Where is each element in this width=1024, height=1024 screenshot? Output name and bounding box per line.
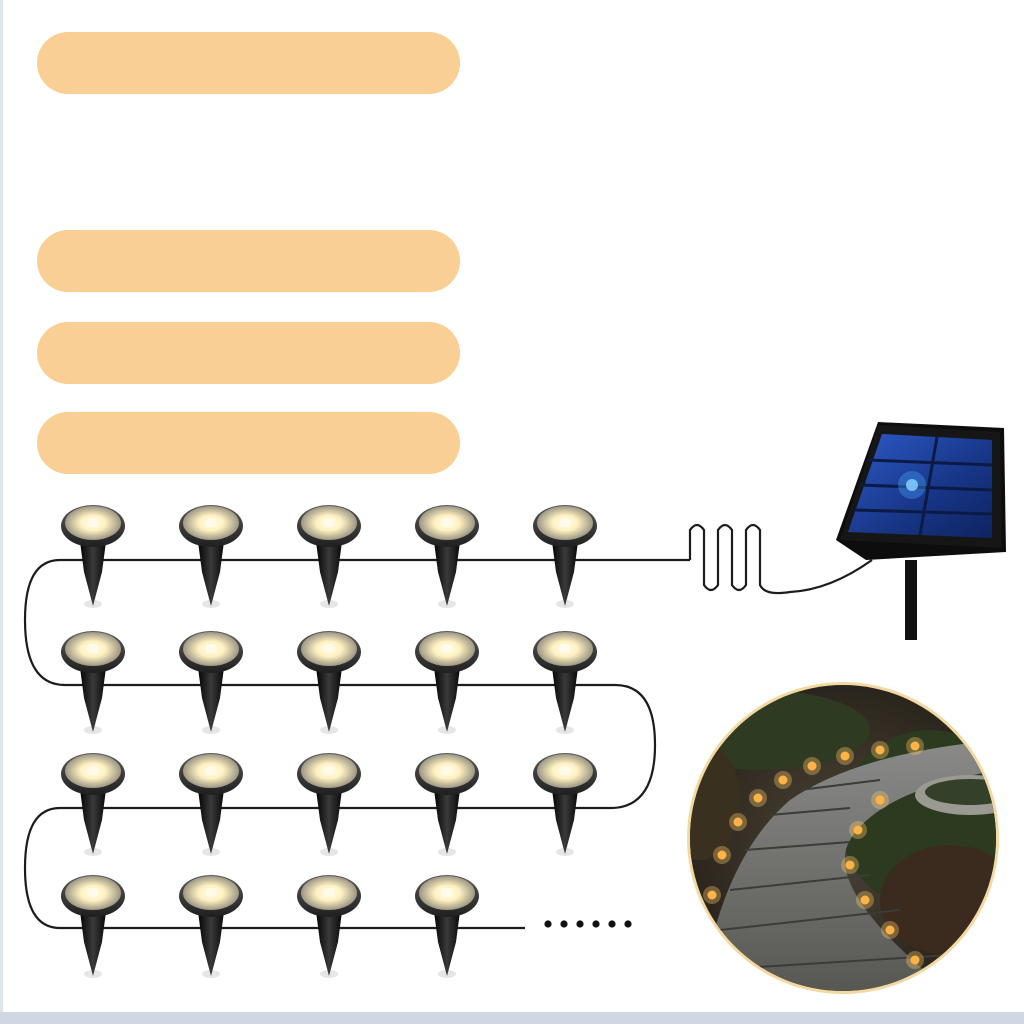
stake-light-icon [61,631,125,734]
path-light [849,821,867,839]
stake-light-icon [297,505,361,608]
path-light [703,886,721,904]
continuation-dot [608,920,616,928]
stake-light-icon [61,753,125,856]
continuation-dot [624,920,632,928]
stake-light-icon [297,875,361,978]
path-light [803,757,821,775]
path-light [691,976,709,991]
path-light [836,747,854,765]
solar-panel-icon [836,422,1006,640]
stake-light-icon [297,753,361,856]
continuation-dots [544,920,632,928]
path-light [871,741,889,759]
stake-light-icon [415,505,479,608]
stake-light-icon [415,753,479,856]
left-edge [0,0,3,1024]
cable [23,523,873,930]
stake-light-icon [533,505,597,608]
path-light [696,931,714,949]
stake-light-icon [533,753,597,856]
path-light [749,789,767,807]
continuation-dot [576,920,584,928]
path-light [774,771,792,789]
path-light [729,813,747,831]
continuation-dot [592,920,600,928]
path-light [931,981,949,991]
stake-light-icon [179,631,243,734]
path-light [841,856,859,874]
stake-light-icon [415,875,479,978]
title-placeholder-4 [37,412,460,474]
stake-light-grid [61,505,597,978]
stake-light-icon [61,875,125,978]
stake-light-icon [415,631,479,734]
path-light [906,737,924,755]
stake-light-icon [533,631,597,734]
stake-light-icon [297,631,361,734]
continuation-dot [560,920,568,928]
path-light [713,846,731,864]
path-light [871,791,889,809]
stake-light-icon [179,875,243,978]
garden-path-photo [687,682,999,994]
path-light [881,921,899,939]
path-light [906,951,924,969]
stake-light-icon [61,505,125,608]
title-placeholder-3 [37,322,460,384]
stake-light-icon [179,753,243,856]
stake-light-icon [179,505,243,608]
title-placeholder-1 [37,32,460,94]
path-light [856,891,874,909]
bottom-edge [0,1012,1024,1024]
title-placeholder-2 [37,230,460,292]
continuation-dot [544,920,552,928]
